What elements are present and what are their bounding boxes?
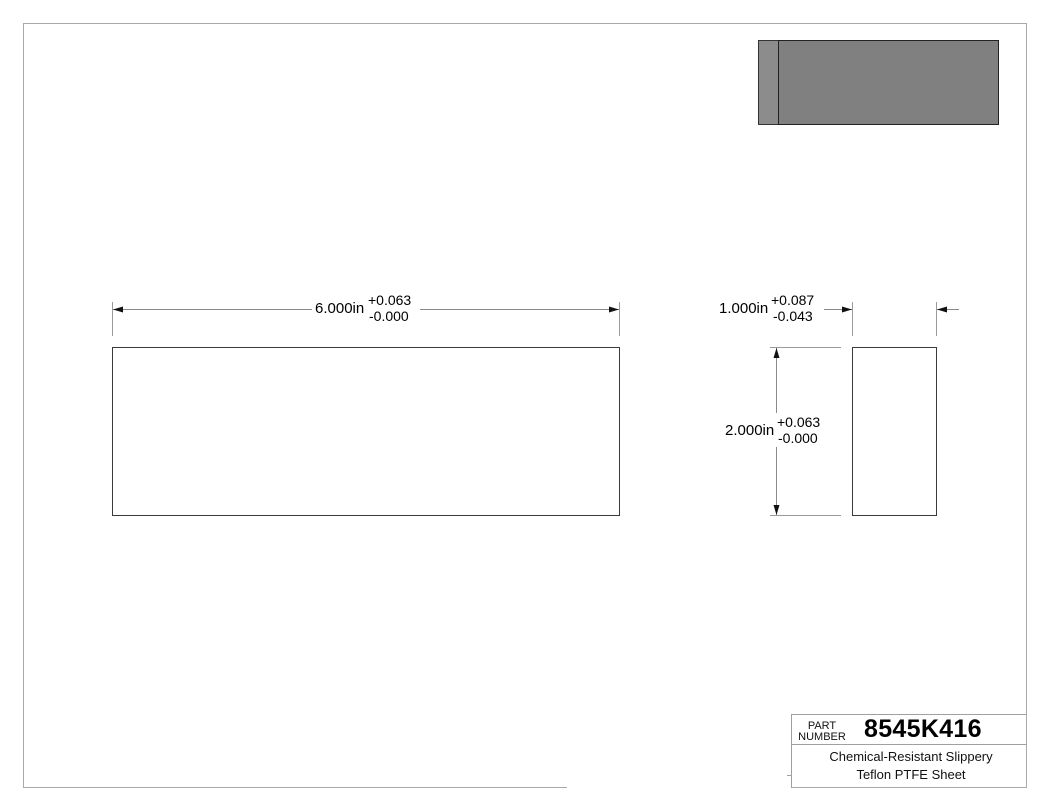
part-label-line2: NUMBER xyxy=(798,731,846,743)
part-number: 8545K416 xyxy=(864,715,982,743)
front-view-outline xyxy=(112,347,620,516)
width-dimension-value: 6.000in xyxy=(315,300,365,317)
iso-preview xyxy=(758,40,999,125)
thickness-dimension-value: 1.000in xyxy=(719,300,769,317)
thickness-tolerance-minus: -0.043 xyxy=(773,308,813,324)
title-block: PART NUMBER 8545K416 Chemical-Resistant … xyxy=(792,715,1026,787)
width-dimension-lines xyxy=(112,302,620,336)
frame-bottom-right xyxy=(791,787,1027,788)
width-tolerance-minus: -0.000 xyxy=(369,308,409,324)
frame-top xyxy=(23,23,1027,24)
part-label-line1: PART xyxy=(807,720,837,732)
description-line2: Teflon PTFE Sheet xyxy=(856,767,966,782)
description-line1: Chemical-Resistant Slippery xyxy=(829,749,993,764)
height-tolerance-plus: +0.063 xyxy=(777,414,821,430)
width-tolerance-plus: +0.063 xyxy=(368,292,412,308)
part-number-label: PART NUMBER xyxy=(796,721,848,743)
frame-bottom-left xyxy=(23,787,567,788)
side-view-outline xyxy=(852,347,937,516)
frame-right xyxy=(1026,23,1027,788)
height-tolerance-minus: -0.000 xyxy=(778,430,818,446)
title-block-lines xyxy=(787,714,1027,788)
height-dimension-lines xyxy=(770,347,841,516)
part-description: Chemical-Resistant Slippery Teflon PTFE … xyxy=(792,748,1030,784)
thickness-dimension-lines xyxy=(824,302,959,336)
frame-left xyxy=(23,23,24,788)
thickness-tolerance-plus: +0.087 xyxy=(771,292,815,308)
height-dimension-value: 2.000in xyxy=(725,422,775,439)
